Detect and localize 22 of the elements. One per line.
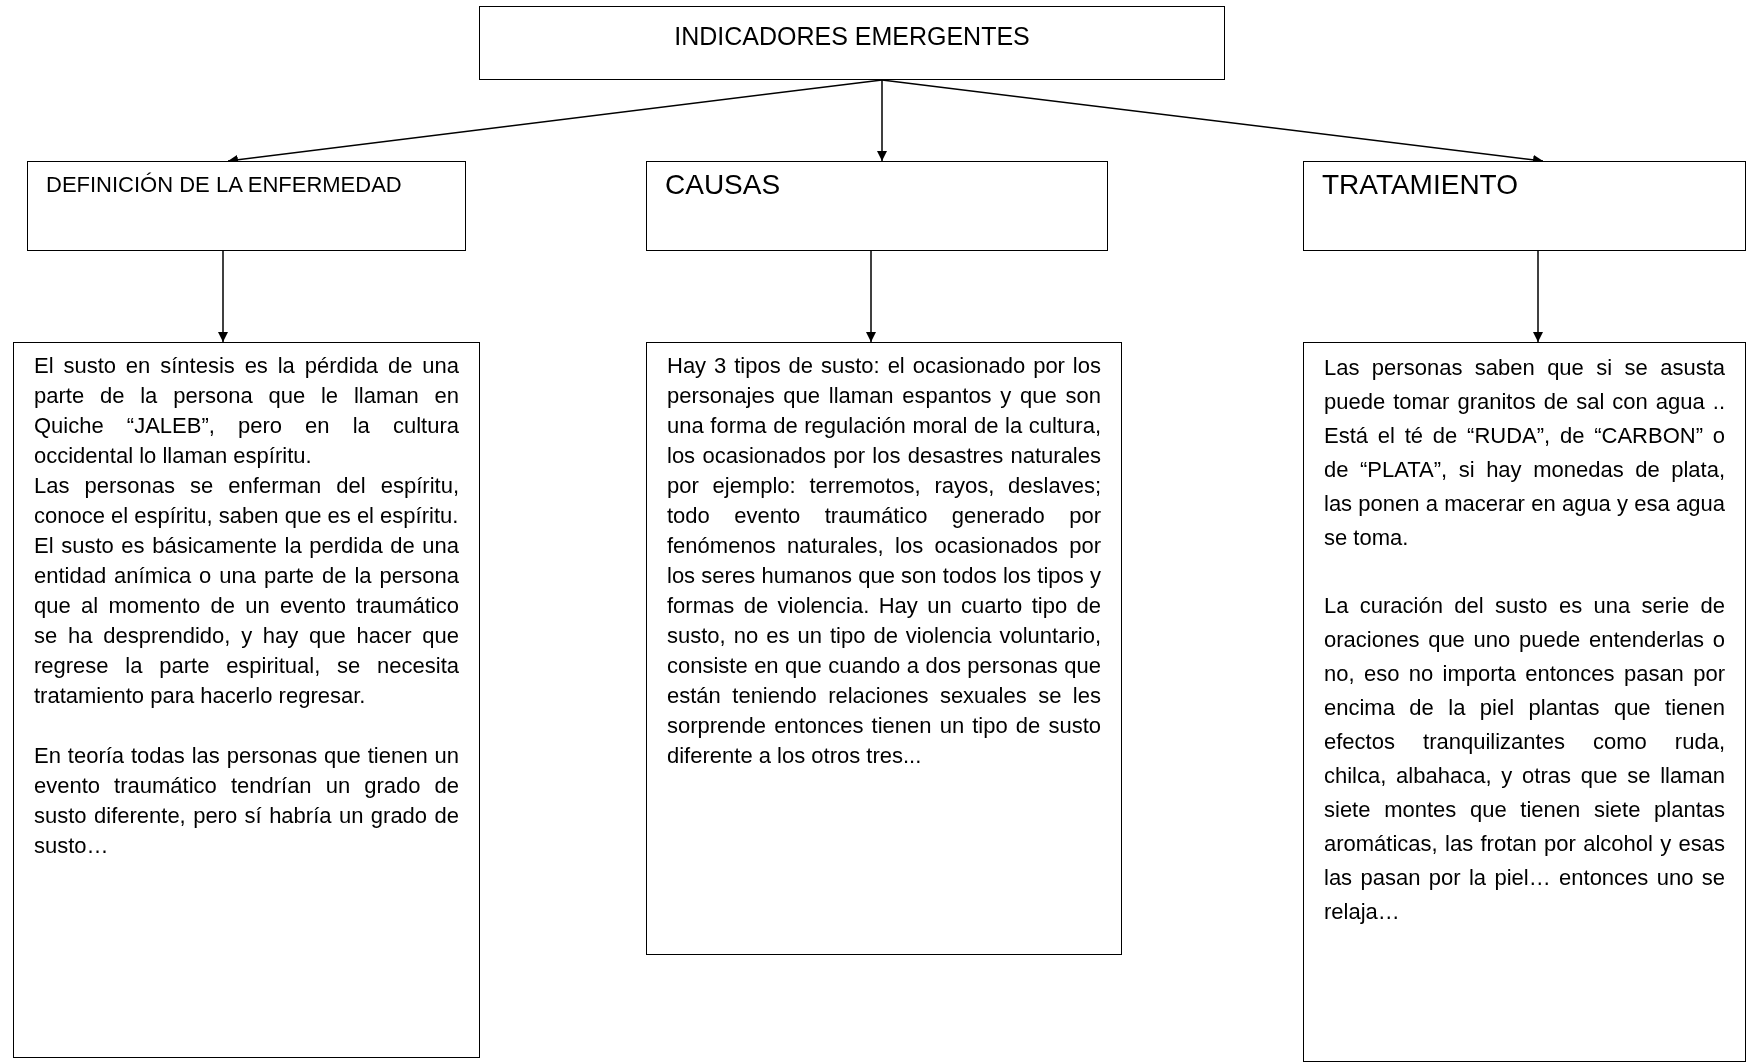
description-box — [13, 342, 480, 1058]
arrow — [866, 250, 876, 343]
paragraph-text: La curación del susto es una serie de oraciones que uno puede entenderlas o no, eso no importa entonces pasan por encima de la piel plantas que tienen efectos tranquilizantes como ruda, chilca, albahaca, y otras que se llaman siete montes que tienen siete plantas aromáticas, las frotan por alcohol y esas las pasan por la piel… entonces uno se relaja… — [1324, 592, 1725, 926]
category-box — [27, 161, 466, 251]
arrow — [218, 250, 228, 343]
paragraph-text: En teoría todas las personas que tienen un evento traumático tendrían un grado de susto diferente, pero sí habría un grado de susto… — [34, 742, 459, 860]
category-box — [1303, 161, 1746, 251]
description-box — [1303, 342, 1746, 1062]
arrow — [877, 79, 887, 162]
heading-text: CAUSAS — [665, 168, 782, 202]
arrow — [1533, 250, 1543, 343]
heading-text: DEFINICIÓN DE LA ENFERMEDAD — [46, 171, 403, 199]
paragraph-text: El susto es básicamente la perdida de una entidad anímica o una parte de la persona que al momento de un evento traumático se ha desprendido, y hay que hacer que regrese la parte espiritual, se necesita tratamiento para hacerlo regresar. — [34, 532, 459, 710]
heading-text: TRATAMIENTO — [1322, 168, 1519, 202]
paragraph-text: Hay 3 tipos de susto: el ocasionado por los personajes que llaman espantos y que son una forma de regulación moral de la cultura, los ocasionados por los desastres naturales por ejemplo: terremotos, rayos, deslaves; todo evento traumático generado por fenómenos naturales, los ocasionados por los seres humanos que son todos los tipos y formas de violencia. Hay un cuarto tipo de susto, no es un tipo de violencia voluntario, consiste en que cuando a dos personas que están teniendo relaciones sexuales se les sorprende entonces tienen un tipo de susto diferente a los otros tres... — [667, 352, 1101, 770]
paragraph-text: Las personas saben que si se asusta puede tomar granitos de sal con agua .. Está el té de “RUDA”, de “CARBON” o de “PLATA”, si hay monedas de plata, las ponen a macerar en agua y esa agua se toma. — [1324, 354, 1725, 552]
paragraph-text: Las personas se enferman del espíritu, conoce el espíritu, saben que es el espíritu. — [34, 472, 459, 530]
description-box — [646, 342, 1122, 955]
heading-text: INDICADORES EMERGENTES — [673, 21, 1031, 52]
paragraph-text: El susto en síntesis es la pérdida de una parte de la persona que le llaman en Quiche “JALEB”, pero en la cultura occidental lo llaman espíritu. — [34, 352, 459, 470]
title-box — [479, 6, 1225, 80]
category-box — [646, 161, 1108, 251]
